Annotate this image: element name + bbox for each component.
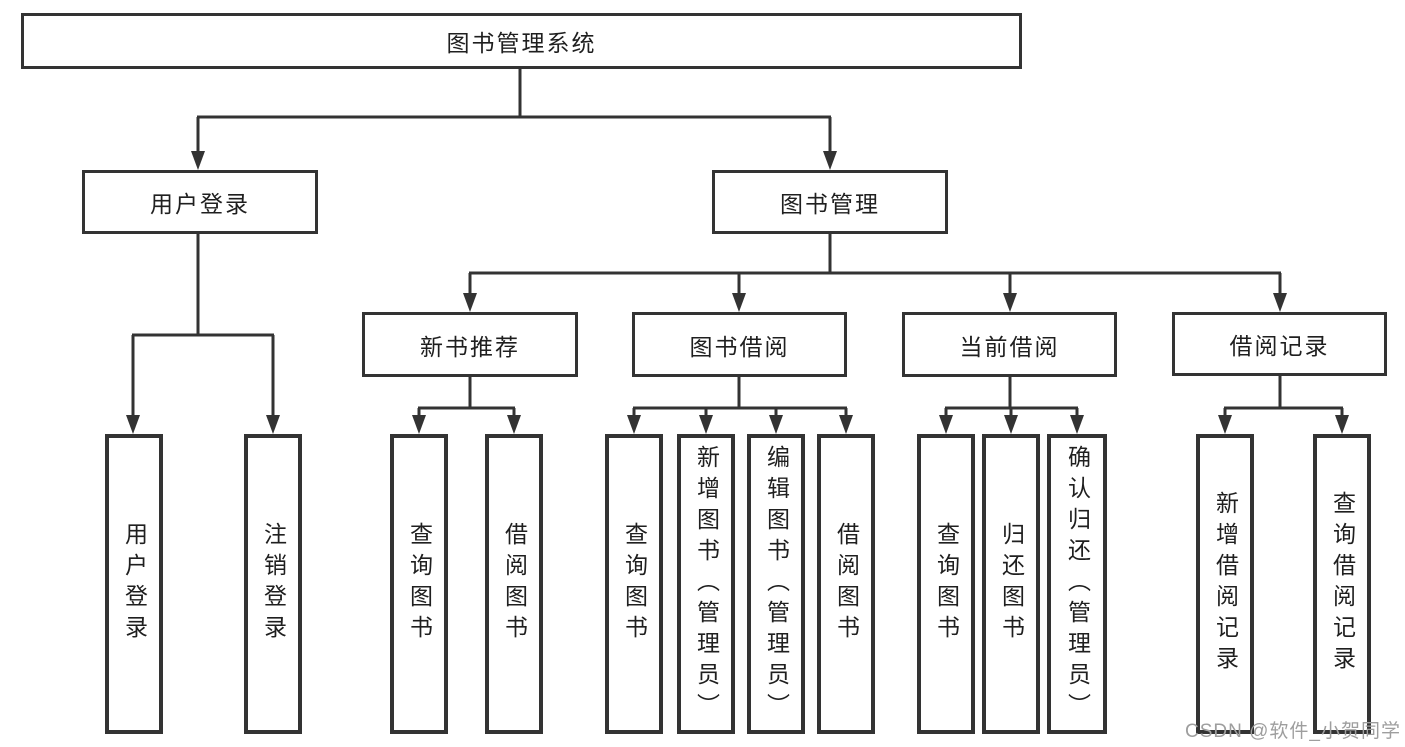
leaf-label: 注销登录 <box>260 522 287 646</box>
leaf-label: 确认归还（管理员） <box>1064 444 1091 724</box>
leaf-add-book-admin: 新增图书（管理员） <box>677 434 735 734</box>
node-borrow-records: 借阅记录 <box>1172 312 1387 376</box>
leaf-query-books-recommend: 查询图书 <box>390 434 448 734</box>
leaf-borrow-books: 借阅图书 <box>817 434 875 734</box>
leaf-label: 借阅图书 <box>501 522 528 646</box>
leaf-return-book: 归还图书 <box>982 434 1040 734</box>
node-book-management: 图书管理 <box>712 170 948 234</box>
leaf-label: 新增图书（管理员） <box>693 444 720 724</box>
node-user-login: 用户登录 <box>82 170 318 234</box>
leaf-logout: 注销登录 <box>244 434 302 734</box>
leaf-label: 编辑图书（管理员） <box>763 444 790 724</box>
leaf-label: 查询图书 <box>406 522 433 646</box>
node-current-borrow: 当前借阅 <box>902 312 1117 377</box>
leaf-user-login: 用户登录 <box>105 434 163 734</box>
node-new-book-recommend: 新书推荐 <box>362 312 578 377</box>
leaf-add-borrow-record: 新增借阅记录 <box>1196 434 1254 734</box>
leaf-label: 查询图书 <box>621 522 648 646</box>
leaf-label: 查询借阅记录 <box>1329 491 1356 677</box>
leaf-confirm-return-admin: 确认归还（管理员） <box>1047 434 1107 734</box>
leaf-query-borrow-record: 查询借阅记录 <box>1313 434 1371 734</box>
leaf-label: 借阅图书 <box>833 522 860 646</box>
arrowhead-icons <box>126 151 1349 434</box>
leaf-label: 查询图书 <box>933 522 960 646</box>
leaf-query-books-current: 查询图书 <box>917 434 975 734</box>
leaf-query-books-borrow: 查询图书 <box>605 434 663 734</box>
leaf-label: 归还图书 <box>998 522 1025 646</box>
leaf-label: 新增借阅记录 <box>1212 491 1239 677</box>
leaf-edit-book-admin: 编辑图书（管理员） <box>747 434 805 734</box>
node-library-management-system: 图书管理系统 <box>21 13 1022 69</box>
csdn-watermark: CSDN @软件_小贺同学 <box>1185 721 1401 742</box>
leaf-label: 用户登录 <box>121 522 148 646</box>
leaf-borrow-books-recommend: 借阅图书 <box>485 434 543 734</box>
node-book-borrow: 图书借阅 <box>632 312 847 377</box>
